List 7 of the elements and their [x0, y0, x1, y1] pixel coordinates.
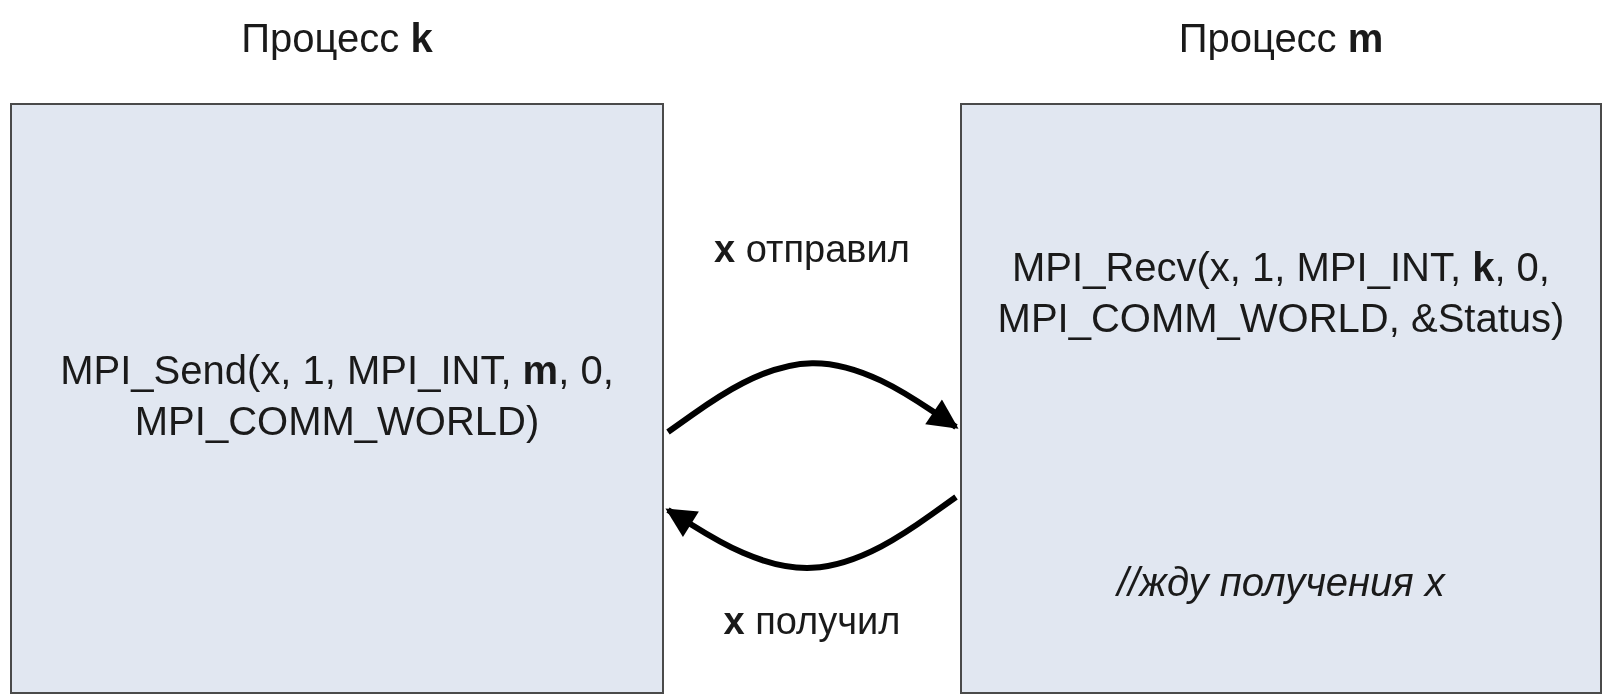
curved-arrow	[665, 494, 958, 571]
code-text: MPI_Recv(x, 1, MPI_INT, k, 0, MPI_COMM_WORLD, &Status)	[996, 244, 1566, 342]
curved-arrow	[666, 360, 959, 435]
code-text: MPI_Send(x, 1, MPI_INT, m, 0, MPI_COMM_WORLD)	[59, 347, 615, 445]
process-title: Процесс k	[240, 15, 434, 62]
process-title: Процесс m	[1177, 15, 1385, 62]
code-comment: //жду получения x	[1114, 559, 1447, 606]
